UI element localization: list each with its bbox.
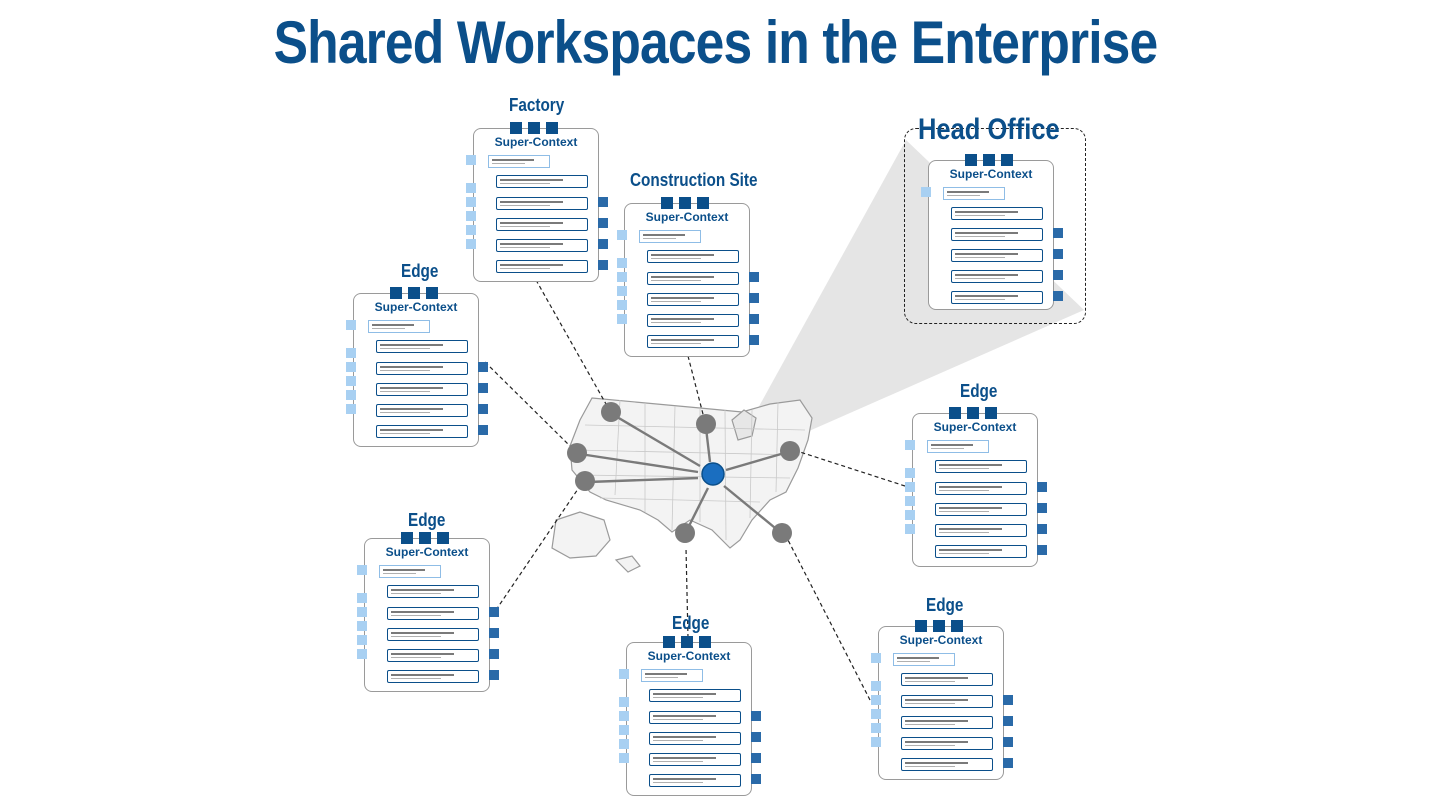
node-construction [696, 414, 716, 434]
head-office-highlight-box [904, 128, 1086, 324]
label-edge-left-bottom: Edge [408, 510, 446, 530]
super-context-card-edge-left-top: Super-Context [346, 287, 488, 447]
node-edge-left-bottom [575, 471, 595, 491]
card-heading: Super-Context [933, 420, 1017, 434]
hub-node [701, 462, 725, 486]
node-edge-right [780, 441, 800, 461]
super-context-card-head-office: Super-Context [921, 154, 1063, 310]
label-factory: Factory [509, 95, 565, 115]
super-context-card-edge-left-bottom: Super-Context [357, 532, 499, 692]
card-heading: Super-Context [374, 300, 458, 314]
super-context-card-edge-right: Super-Context [905, 407, 1047, 567]
super-context-card-edge-bottom: Super-Context [619, 636, 761, 796]
card-heading: Super-Context [899, 633, 983, 647]
super-context-card-factory: Super-Context [466, 122, 608, 282]
card-heading: Super-Context [494, 135, 578, 149]
dashed-connectors [484, 279, 906, 701]
label-edge-left-top: Edge [401, 261, 439, 281]
card-heading: Super-Context [949, 167, 1033, 181]
page-title: Shared Workspaces in the Enterprise [273, 9, 1159, 76]
label-edge-right: Edge [960, 381, 998, 401]
label-edge-bottom-right: Edge [926, 595, 964, 615]
label-head-office: Head Office [918, 113, 1060, 146]
super-context-card-construction-site: Super-Context [617, 197, 759, 357]
node-edge-bottom-right [772, 523, 792, 543]
node-edge-left-top [567, 443, 587, 463]
node-factory [601, 402, 621, 422]
card-heading: Super-Context [645, 210, 729, 224]
super-context-card-edge-bottom-right: Super-Context [871, 620, 1013, 780]
label-edge-bottom: Edge [672, 613, 710, 633]
card-heading: Super-Context [647, 649, 731, 663]
edge-nodes [567, 402, 800, 543]
card-heading: Super-Context [385, 545, 469, 559]
node-edge-bottom [675, 523, 695, 543]
label-construction-site: Construction Site [630, 170, 758, 190]
